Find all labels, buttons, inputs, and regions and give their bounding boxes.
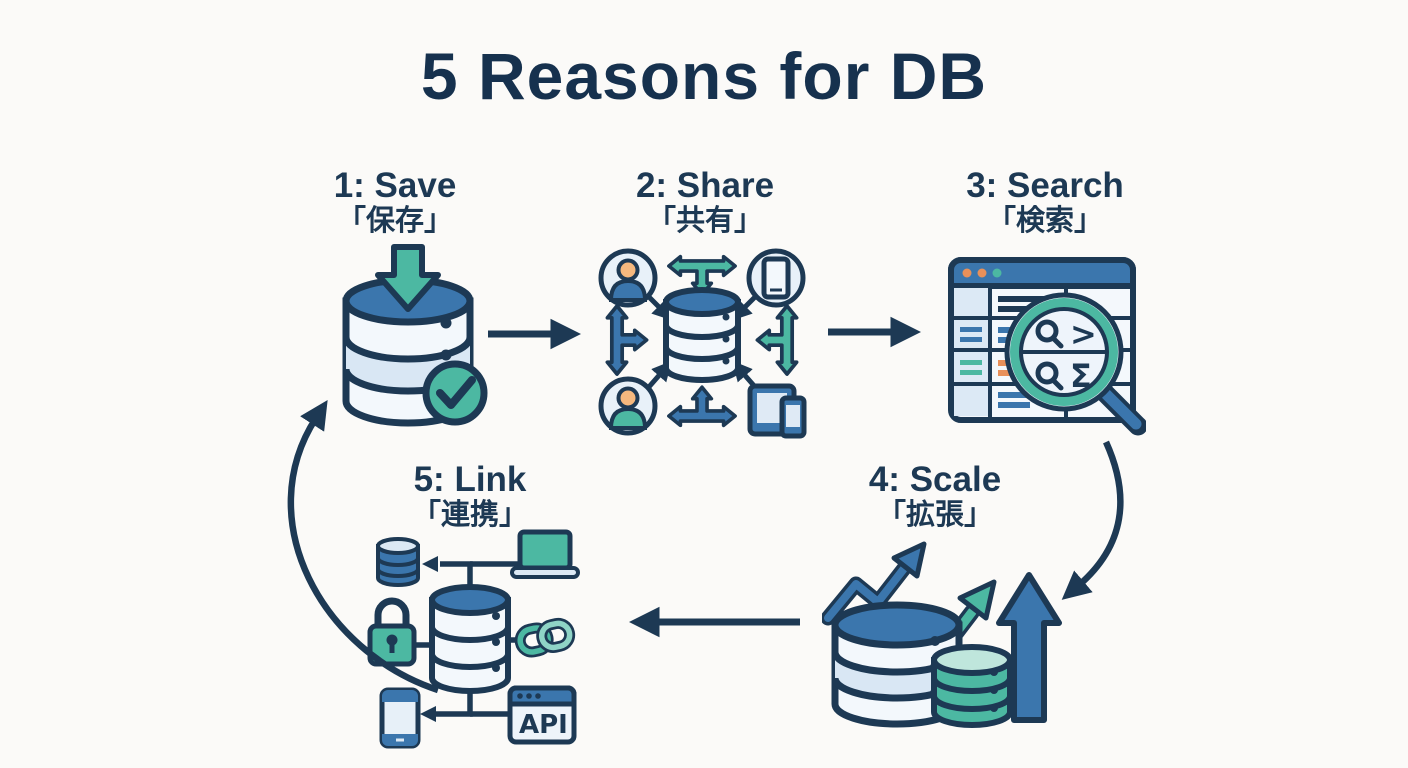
step-1-jp: 「保存」 xyxy=(336,205,453,237)
check-badge xyxy=(422,360,488,426)
database-scale-icon xyxy=(822,541,1062,728)
share-arrow-right xyxy=(755,304,799,376)
api-label: API xyxy=(519,710,568,740)
database-cylinder xyxy=(342,276,474,427)
growth-zigzag-blue xyxy=(822,541,927,626)
up-arrow xyxy=(996,572,1062,723)
page-title: 5 Reasons for DB xyxy=(420,39,988,113)
step-2-jp: 「共有」 xyxy=(646,205,763,237)
share-flow-arrows xyxy=(646,294,758,390)
sum-glyph: Σ xyxy=(1070,357,1092,395)
user-avatar-icon xyxy=(601,379,655,433)
step-4-label: 4: Scale xyxy=(868,460,1002,499)
small-database xyxy=(931,644,1013,728)
arrowhead xyxy=(420,706,436,722)
step-3-label: 3: Search xyxy=(966,166,1124,205)
central-database xyxy=(429,584,511,694)
save-down-arrow xyxy=(375,244,441,312)
search-operator-glyph: > xyxy=(1070,315,1097,353)
share-arrow-bottom xyxy=(667,385,737,428)
database-link-icon: API xyxy=(367,529,580,749)
step-2-label: 2: Share xyxy=(635,166,775,205)
phone-circle-icon xyxy=(746,248,806,308)
devices-icon xyxy=(747,383,807,439)
table-search-icon: > Σ xyxy=(948,257,1146,436)
arrow-search-to-scale xyxy=(1061,440,1124,600)
mini-database-icon xyxy=(376,537,420,587)
database-save-icon xyxy=(342,244,488,427)
chain-link-icon xyxy=(514,617,576,658)
step-4-jp: 「拡張」 xyxy=(876,499,993,531)
smartphone-icon xyxy=(379,687,421,749)
step-3-jp: 「検索」 xyxy=(986,205,1103,237)
magnifier-icon: > Σ xyxy=(1004,292,1146,436)
user-avatar-icon xyxy=(601,251,655,305)
step-1-label: 1: Save xyxy=(333,166,457,205)
api-window-icon: API xyxy=(507,685,577,745)
arrowhead xyxy=(422,556,438,572)
share-arrow-left xyxy=(605,304,649,376)
large-database xyxy=(831,601,963,728)
central-database xyxy=(663,287,741,383)
step-5-label: 5: Link xyxy=(413,460,527,499)
database-share-icon xyxy=(596,248,807,439)
laptop-icon xyxy=(510,529,580,579)
lock-icon xyxy=(367,597,417,667)
